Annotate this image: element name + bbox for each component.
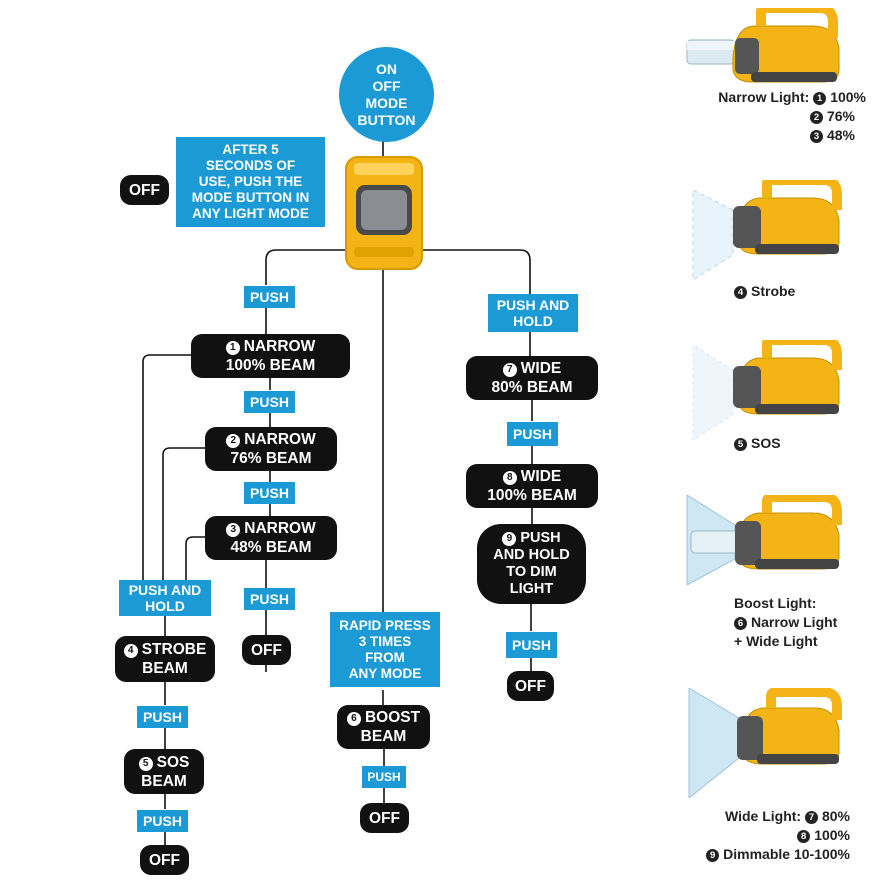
push-label-6: PUSH <box>362 766 406 788</box>
top-button-line-1: ON <box>376 60 397 77</box>
after-note-line-5: ANY LIGHT MODE <box>192 206 309 221</box>
top-button-line-3: MODE <box>365 94 408 111</box>
push-label-7: PUSH <box>507 422 558 446</box>
after-note-line-3: USE, PUSH THE <box>198 174 303 189</box>
push-label-3: PUSH <box>244 588 295 610</box>
push-label-left: PUSH <box>244 286 295 308</box>
top-button-line-2: OFF <box>372 77 401 94</box>
after-five-seconds-note: AFTER 5 SECONDS OF USE, PUSH THE MODE BU… <box>176 137 325 227</box>
push-label-1: PUSH <box>244 391 295 413</box>
rapid-press-note: RAPID PRESS 3 TIMES FROM ANY MODE <box>330 612 440 687</box>
lantern-wide-light-icon <box>688 688 842 798</box>
number-6-icon: 6 <box>346 712 361 726</box>
lantern-sos-icon <box>692 340 842 440</box>
push-and-hold-label-right: PUSH AND HOLD <box>488 294 578 332</box>
mode-button-device-icon <box>345 156 423 270</box>
off-box-after-note: OFF <box>120 175 169 205</box>
number-4-icon: 4 <box>123 644 138 658</box>
number-9-icon: 9 <box>502 532 517 546</box>
push-label-4: PUSH <box>137 706 188 728</box>
number-3-icon: 3 <box>226 523 241 537</box>
off-box-narrow: OFF <box>242 635 291 665</box>
after-note-line-4: MODE BUTTON IN <box>191 190 310 205</box>
lantern-boost-icon <box>686 495 842 585</box>
after-note-line-1: AFTER 5 <box>222 142 279 157</box>
push-label-5: PUSH <box>137 810 188 832</box>
top-button-line-4: BUTTON <box>357 111 416 128</box>
push-and-hold-label-left: PUSH AND HOLD <box>119 580 211 616</box>
number-2-icon: 2 <box>226 434 241 448</box>
push-label-8: PUSH <box>506 632 557 658</box>
on-off-mode-button-label: ON OFF MODE BUTTON <box>339 47 434 142</box>
number-1-icon: 1 <box>225 341 240 355</box>
number-8-icon: 8 <box>502 471 517 485</box>
number-7-icon: 7 <box>502 363 517 377</box>
off-box-sos: OFF <box>140 845 189 875</box>
push-label-2: PUSH <box>244 482 295 504</box>
lantern-strobe-icon <box>692 180 842 280</box>
number-5-icon: 5 <box>138 756 153 771</box>
off-box-boost: OFF <box>360 803 409 833</box>
off-box-wide: OFF <box>507 671 554 701</box>
after-note-line-2: SECONDS OF <box>205 158 296 173</box>
lantern-narrow-light-icon <box>686 8 840 83</box>
